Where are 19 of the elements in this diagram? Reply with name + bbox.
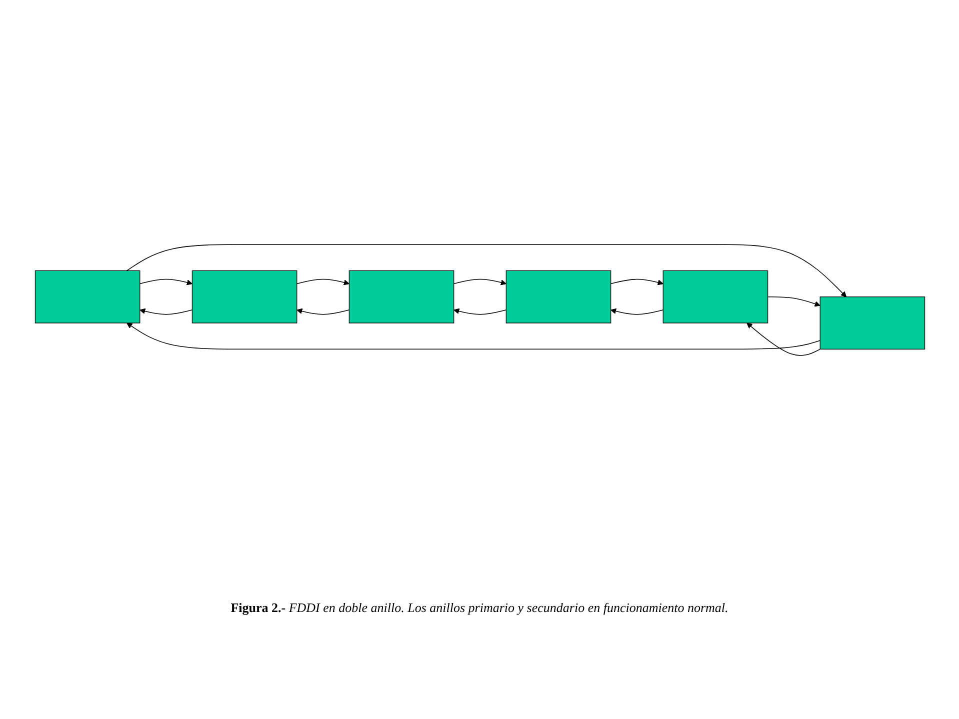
node-box [191, 270, 297, 324]
arrow [126, 322, 820, 350]
arrow [766, 296, 820, 307]
arrow [452, 278, 506, 286]
arrow [610, 308, 664, 315]
node-box [505, 270, 611, 324]
arrow [296, 278, 349, 286]
arrow [746, 322, 820, 356]
arrow [126, 244, 846, 298]
node-box [34, 270, 140, 324]
arrow [610, 278, 663, 286]
node-box [662, 270, 768, 324]
arrow [296, 308, 350, 315]
arrow [139, 308, 192, 315]
arrow [453, 308, 506, 315]
figure-caption: Figura 2.- FDDI en doble anillo. Los anillos primario y secundario en funcionamiento normal. [230, 600, 728, 616]
node-box [348, 270, 454, 324]
node-box [819, 296, 925, 350]
arrow [139, 278, 192, 286]
